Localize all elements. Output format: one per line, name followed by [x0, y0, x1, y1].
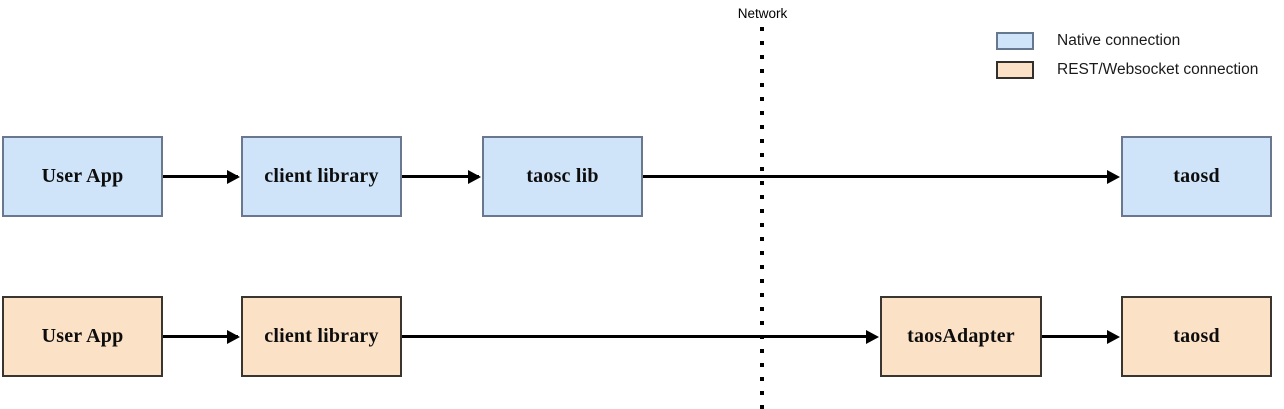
node-native-user-app: User App: [2, 136, 163, 217]
edge-rest-clientlibrary-to-taosadapter: [402, 335, 868, 338]
node-label: User App: [41, 165, 124, 187]
node-label: taosd: [1173, 325, 1220, 347]
node-label: taosc lib: [526, 165, 599, 187]
network-divider-label: Network: [737, 6, 788, 21]
arrowhead-native-clientlibrary-to-taosc-icon: [468, 169, 481, 184]
node-native-taosc-lib: taosc lib: [482, 136, 643, 217]
edge-rest-taosadapter-to-taosd: [1042, 335, 1109, 338]
edge-native-taosc-to-taosd: [643, 175, 1110, 178]
node-label: client library: [264, 325, 379, 347]
node-label: User App: [41, 325, 124, 347]
node-label: client library: [264, 165, 379, 187]
arrowhead-native-userapp-to-clientlibrary-icon: [227, 169, 240, 184]
node-rest-client-library: client library: [241, 296, 402, 377]
node-rest-taosadapter: taosAdapter: [880, 296, 1042, 377]
node-native-client-library: client library: [241, 136, 402, 217]
node-native-taosd: taosd: [1121, 136, 1272, 217]
legend-label-rest: REST/Websocket connection: [1057, 61, 1259, 78]
arrowhead-rest-userapp-to-clientlibrary-icon: [227, 329, 240, 344]
edge-rest-userapp-to-clientlibrary: [163, 335, 238, 338]
arrowhead-rest-taosadapter-to-taosd-icon: [1107, 329, 1120, 344]
arrowhead-native-taosc-to-taosd-icon: [1107, 169, 1120, 184]
edge-native-clientlibrary-to-taosc: [402, 175, 479, 178]
edge-native-userapp-to-clientlibrary: [163, 175, 238, 178]
network-divider-line: [760, 27, 764, 409]
legend-label-native: Native connection: [1057, 32, 1181, 49]
node-rest-taosd: taosd: [1121, 296, 1272, 377]
node-label: taosAdapter: [907, 325, 1015, 347]
node-label: taosd: [1173, 165, 1220, 187]
legend-swatch-rest-icon: [996, 61, 1034, 79]
node-rest-user-app: User App: [2, 296, 163, 377]
legend-swatch-native-icon: [996, 32, 1034, 50]
arrowhead-rest-clientlibrary-to-taosadapter-icon: [866, 329, 879, 344]
